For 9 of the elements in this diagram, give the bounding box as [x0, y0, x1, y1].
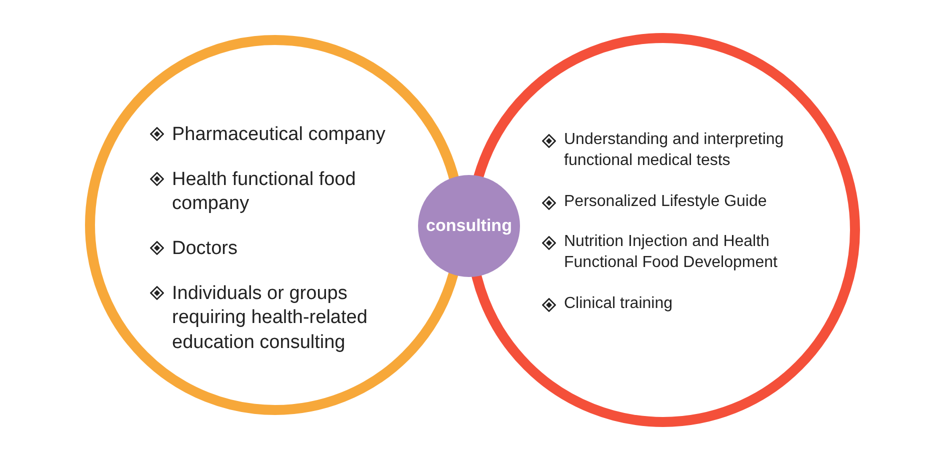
list-item-text: Understanding and interpreting functional medical tests: [564, 130, 785, 171]
list-item-text: Nutrition Injection and Health Functional Food Development: [564, 232, 778, 274]
center-label: consulting: [426, 215, 512, 238]
list-item-text: Personalized Lifestyle Guide: [564, 192, 767, 212]
list-item-text: Individuals or groups requiring health-related education consulting: [172, 282, 368, 356]
list-item-text: Health functional food company: [172, 168, 357, 216]
list-item-text: Doctors: [172, 237, 238, 262]
list-item-text: Pharmaceutical company: [172, 123, 386, 147]
list-item-text: Clinical training: [564, 294, 672, 314]
